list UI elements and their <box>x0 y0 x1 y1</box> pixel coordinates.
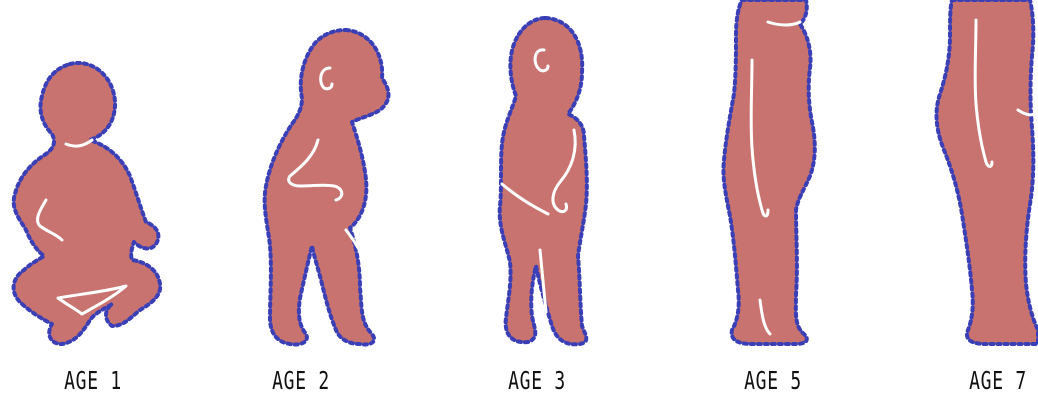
figure-age-1 <box>14 63 161 344</box>
silhouette-age-7 <box>937 0 1038 344</box>
age-label-7: AGE 7 <box>955 366 1038 395</box>
silhouette-age-1 <box>14 63 161 344</box>
silhouette-age-2 <box>265 30 389 345</box>
age-label-5: AGE 5 <box>730 366 816 395</box>
silhouette-age-5 <box>723 0 814 344</box>
figure-age-5 <box>723 0 814 344</box>
age-label-2: AGE 2 <box>258 366 344 395</box>
figure-age-2 <box>265 30 389 345</box>
figure-age-3 <box>500 18 587 344</box>
age-label-1: AGE 1 <box>50 366 136 395</box>
age-label-3: AGE 3 <box>494 366 580 395</box>
figure-age-7 <box>937 0 1038 344</box>
